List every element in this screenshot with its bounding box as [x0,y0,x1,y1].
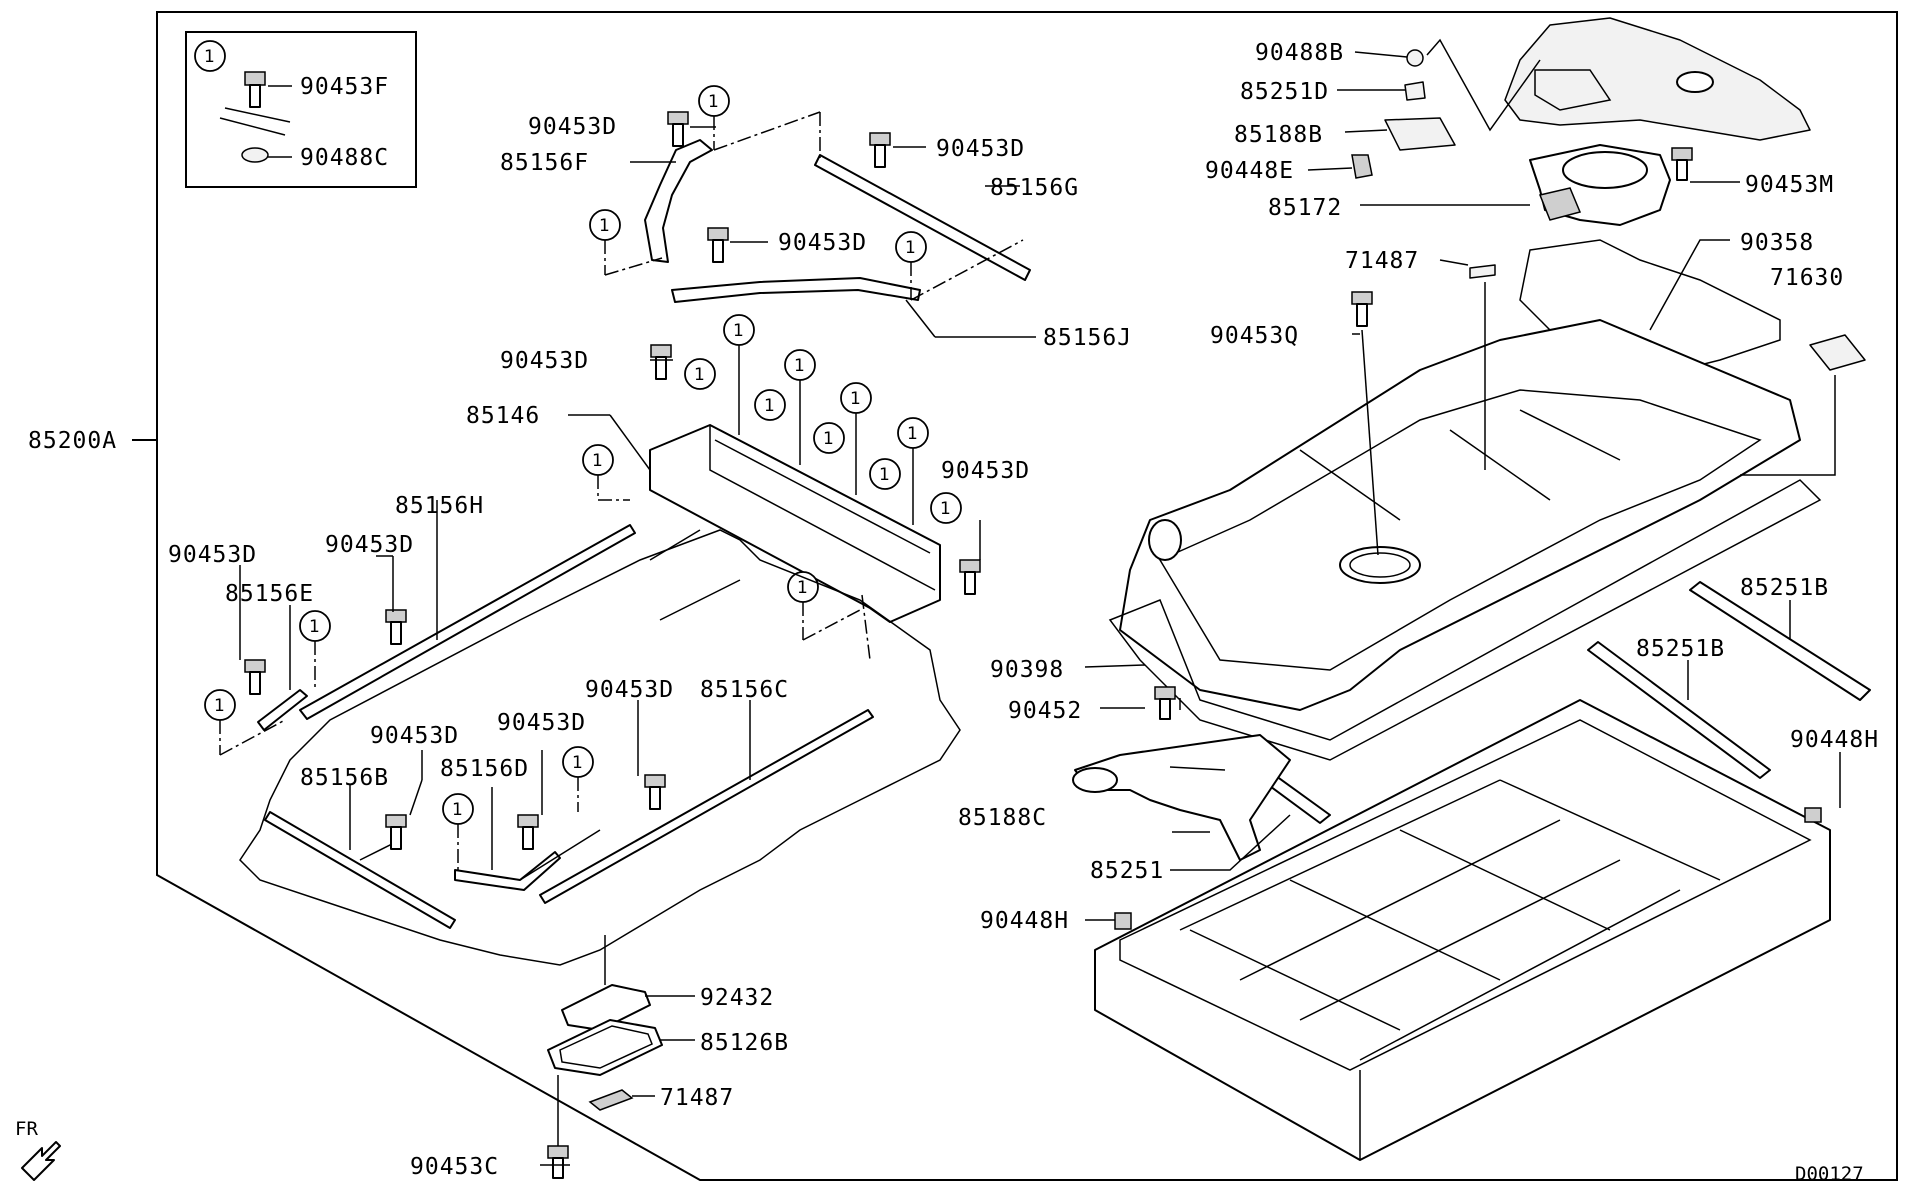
drawing-code: D00127 [1795,1163,1864,1185]
label-90452: 90452 [1008,698,1082,724]
lower-right-parts [1072,581,1871,1161]
callout-number: 1 [940,499,951,519]
label-90453D-f: 90453D [325,532,414,558]
label-92432: 92432 [700,985,774,1011]
callout-number: 1 [733,321,744,341]
callout-number: FR [15,1118,38,1140]
label-85251B-b: 85251B [1636,636,1725,662]
callout-number: 1 [708,92,719,112]
callout-number: 1 [794,356,805,376]
label-71487-a: 71487 [660,1085,734,1111]
label-85156H: 85156H [395,493,484,519]
callout-number: 1 [850,389,861,409]
label-90488C: 90488C [300,145,389,171]
label-90453D-d: 90453D [500,348,589,374]
front-arrow-icon [21,1141,61,1181]
label-85172: 85172 [1268,195,1342,221]
callout-number: 1 [879,465,890,485]
front-indicator: FR [15,1118,61,1181]
callout-number: 1 [694,365,705,385]
inset-callout-number: 1 [204,47,215,67]
label-85156G: 85156G [990,175,1079,201]
upper-right-parts [1307,17,1811,226]
left-rails: 1 1 1 1 [204,500,961,966]
label-85156D: 85156D [440,756,529,782]
label-90453F: 90453F [300,74,389,100]
label-85156C: 85156C [700,677,789,703]
label-90453D-j: 90453D [497,710,586,736]
label-90453D-h: 90453D [585,677,674,703]
label-85251D: 85251D [1240,79,1329,105]
label-85156E: 85156E [225,581,314,607]
label-71487-b: 71487 [1345,248,1419,274]
label-85126B: 85126B [700,1030,789,1056]
callout-number: 1 [823,429,834,449]
label-85188C: 85188C [958,805,1047,831]
callout-number: 1 [599,216,610,236]
label-90358: 90358 [1740,230,1814,256]
label-90488B: 90488B [1255,40,1344,66]
callout-number: 1 [572,753,583,773]
label-85146: 85146 [466,403,540,429]
label-90453C: 90453C [410,1154,499,1180]
label-85156J: 85156J [1043,325,1132,351]
label-85251: 85251 [1090,858,1164,884]
bracket-group-top: 1 1 1 [589,85,1036,338]
label-90453M: 90453M [1745,172,1834,198]
label-85200A: 85200A [28,428,117,454]
label-85156B: 85156B [300,765,389,791]
callout-number: 1 [797,578,808,598]
callout-number: 1 [764,396,775,416]
inset-box: 1 [185,31,417,188]
label-90448H-a: 90448H [1790,727,1879,753]
label-90453D-c: 90453D [778,230,867,256]
label-90453D-a: 90453D [528,114,617,140]
label-90453Q: 90453Q [1210,323,1299,349]
label-85188B: 85188B [1234,122,1323,148]
label-90398: 90398 [990,657,1064,683]
battery-cover [1084,239,1866,761]
callout-number: 1 [905,238,916,258]
label-90448E: 90448E [1205,158,1294,184]
gasket-stack [540,935,695,1179]
assembly-boundary [156,11,1898,1181]
callout-number: 1 [214,696,225,716]
callout-number: 1 [592,451,603,471]
label-90453D-i: 90453D [370,723,459,749]
label-85156F: 85156F [500,150,589,176]
callout-number: 1 [309,617,320,637]
label-71630: 71630 [1770,265,1844,291]
callout-number: 1 [907,424,918,444]
label-90453D-g: 90453D [168,542,257,568]
label-90453D-b: 90453D [936,136,1025,162]
label-90453D-e: 90453D [941,458,1030,484]
channel-85146: 1 1 1 1 1 1 1 1 1 1 1 [568,314,981,661]
callout-number: 1 [452,800,463,820]
label-85251B-a: 85251B [1740,575,1829,601]
label-90448H-b: 90448H [980,908,1069,934]
